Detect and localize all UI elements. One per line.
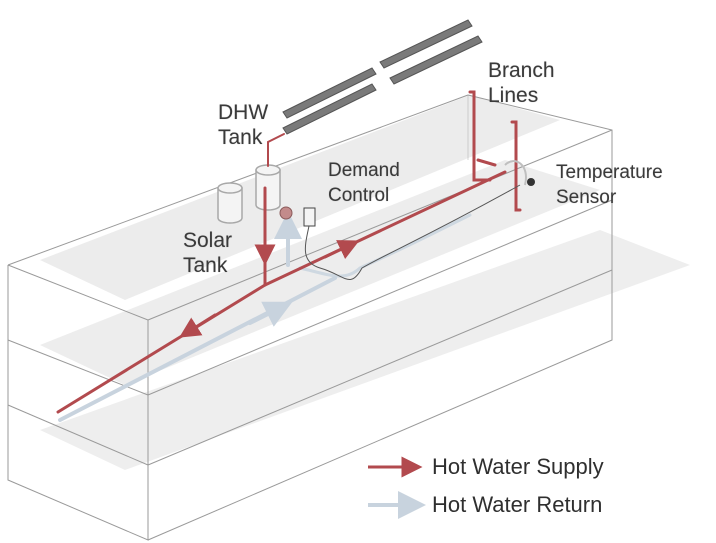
supply-solar-connection [267,133,285,167]
solar-panels [282,19,483,135]
demand-control-device [279,184,521,280]
branch-line-1 [468,90,492,182]
supply-main-left [56,283,267,414]
solar-tank-shape [217,187,243,224]
floor-band-bottom [40,230,690,470]
building-top-front-edge [147,129,613,321]
demand-control-label-line2: Control [328,185,390,206]
solar-panel-3 [379,19,473,69]
floor-band-top [40,95,560,300]
demand-control-label: Demand Control [328,158,400,208]
supply-pipes [56,90,522,414]
temperature-sensor-icon [527,178,535,186]
branch-lines-label: Branch Lines [488,58,555,108]
tanks [217,164,281,224]
return-branch-loop [298,213,472,278]
legend-return-label: Hot Water Return [432,492,603,517]
return-arrow-segment [248,301,293,327]
branch-lines-label-line1: Branch [488,59,555,82]
demand-control-wire [304,184,521,280]
dhw-tank-label-line1: DHW [218,101,269,124]
return-main-pipe [58,276,337,422]
building-right-face [147,94,613,541]
floor-line-2-right [147,269,613,466]
supply-main-right [263,170,507,287]
solar-tank-label: Solar Tank [183,228,232,278]
supply-arrow-right [323,240,360,260]
demand-control-box [303,207,316,227]
dhw-tank-label: DHW Tank [218,100,268,150]
sensor-loop [504,160,527,186]
legend-supply-label: Hot Water Supply [432,454,604,479]
supply-arrow-left [179,313,217,338]
solar-tank-top [217,182,243,194]
dhw-tank-label-line2: Tank [218,126,263,149]
branch-line-2 [510,120,522,212]
legend [368,456,426,519]
floor-line-1-right [147,199,613,396]
solar-panel-1 [282,67,377,119]
dhw-tank-shape [255,169,281,211]
branch-line-3 [476,158,497,167]
temperature-sensor-label: Temperature Sensor [556,160,663,210]
building-top-back-edge [7,94,469,266]
return-pipes [58,211,472,422]
solar-tank-label-line2: Tank [183,254,228,277]
floor-line-2-left [7,404,149,466]
demand-control-label-line1: Demand [328,160,400,181]
pump-icon [279,206,293,220]
temperature-sensor-label-line1: Temperature [556,162,663,183]
branch-lines-label-line2: Lines [488,84,539,107]
solar-tank-label-line1: Solar [183,229,233,252]
solar-panel-4 [389,35,483,85]
temperature-sensor-group [504,160,535,186]
temperature-sensor-label-line2: Sensor [556,187,617,208]
solar-panel-2 [282,83,377,135]
